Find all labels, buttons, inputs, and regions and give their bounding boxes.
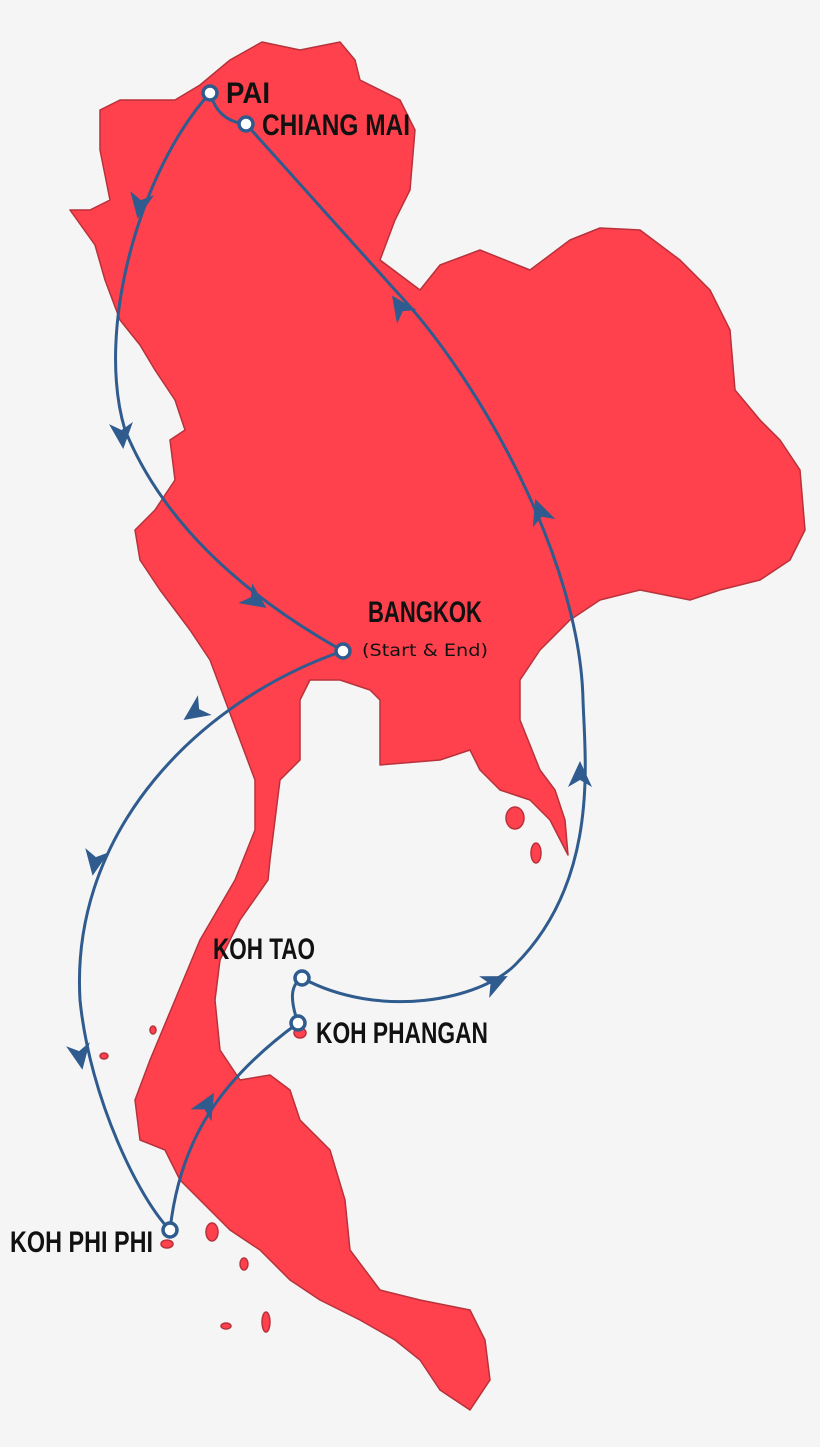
route-arrow-icon xyxy=(183,695,212,721)
label-pai: PAI xyxy=(226,77,270,110)
route-arrow-icon xyxy=(130,191,154,219)
route-arrow-icon xyxy=(66,1042,90,1070)
stop-marker-chiang-mai[interactable] xyxy=(237,115,255,133)
label-koh-phangan: KOH PHANGAN xyxy=(316,1017,488,1050)
label-koh-phi-phi: KOH PHI PHI xyxy=(10,1226,153,1259)
route-arrow-icon xyxy=(85,848,109,876)
route-arrow-icon xyxy=(568,761,592,787)
label-chiang-mai: CHIANG MAI xyxy=(262,109,410,142)
route-arrow-icon xyxy=(190,1092,214,1122)
stop-marker-koh-tao[interactable] xyxy=(293,969,311,987)
stop-markers xyxy=(161,84,352,1239)
label-bangkok: BANGKOK xyxy=(368,596,482,629)
label-bangkok-note: (Start & End) xyxy=(362,641,488,661)
route-arrow-icon xyxy=(108,421,133,449)
label-koh-tao: KOH TAO xyxy=(213,933,315,966)
stop-marker-koh-phi-phi[interactable] xyxy=(161,1221,179,1239)
stop-marker-bangkok[interactable] xyxy=(334,642,352,660)
thailand-landmass xyxy=(69,41,806,1411)
direction-arrows xyxy=(66,191,592,1122)
stop-marker-pai[interactable] xyxy=(201,84,219,102)
route-bangkok-to-koh-phi-phi xyxy=(77,649,344,1232)
stop-labels: PAI CHIANG MAI BANGKOK (Start & End) KOH… xyxy=(10,77,488,1259)
route-koh-tao-to-chiang-mai xyxy=(244,122,587,1004)
stop-marker-koh-phangan[interactable] xyxy=(289,1014,307,1032)
route-arrow-icon xyxy=(479,976,508,998)
route-arrow-icon xyxy=(238,583,267,609)
route-arrow-icon xyxy=(391,295,417,324)
islands xyxy=(99,806,542,1333)
route-arrow-icon xyxy=(532,498,556,528)
